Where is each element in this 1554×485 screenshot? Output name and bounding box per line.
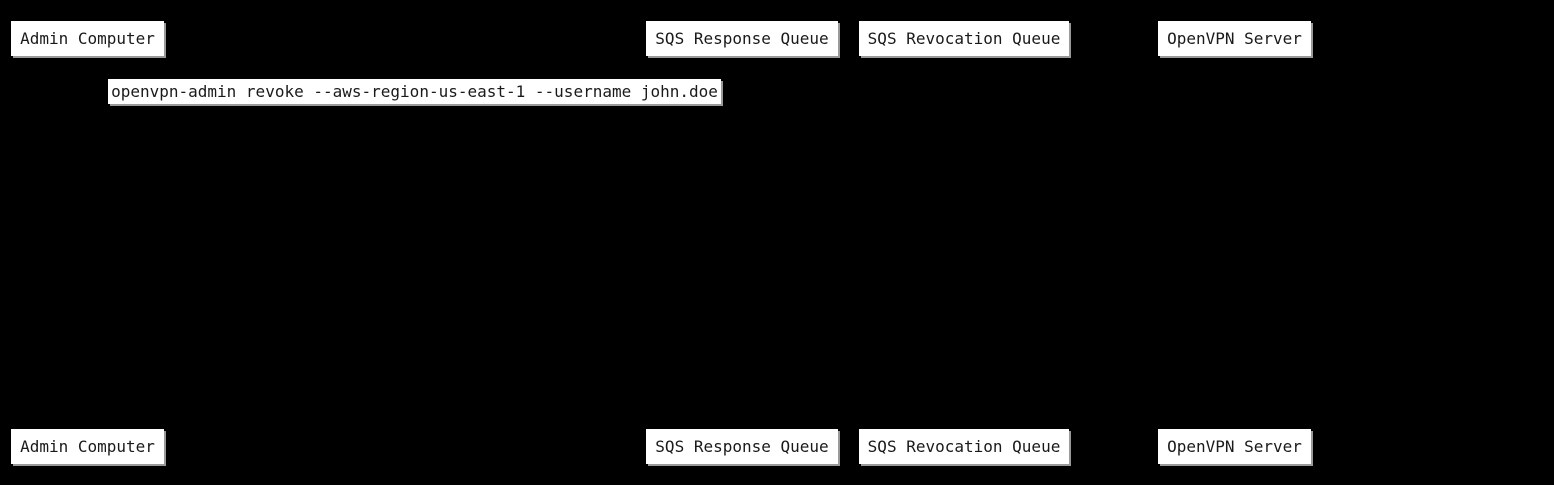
participant-admin-computer-bottom: Admin Computer xyxy=(11,429,164,464)
participant-sqs-response-queue-top: SQS Response Queue xyxy=(646,21,838,56)
participant-openvpn-server-top: OpenVPN Server xyxy=(1158,21,1311,56)
participant-openvpn-server-bottom: OpenVPN Server xyxy=(1158,429,1311,464)
message-label-revoke-command: openvpn-admin revoke --aws-region-us-eas… xyxy=(108,79,721,104)
participant-admin-computer-top: Admin Computer xyxy=(11,21,164,56)
participant-sqs-response-queue-bottom: SQS Response Queue xyxy=(646,429,838,464)
participant-sqs-revocation-queue-top: SQS Revocation Queue xyxy=(859,21,1069,56)
participant-sqs-revocation-queue-bottom: SQS Revocation Queue xyxy=(859,429,1069,464)
